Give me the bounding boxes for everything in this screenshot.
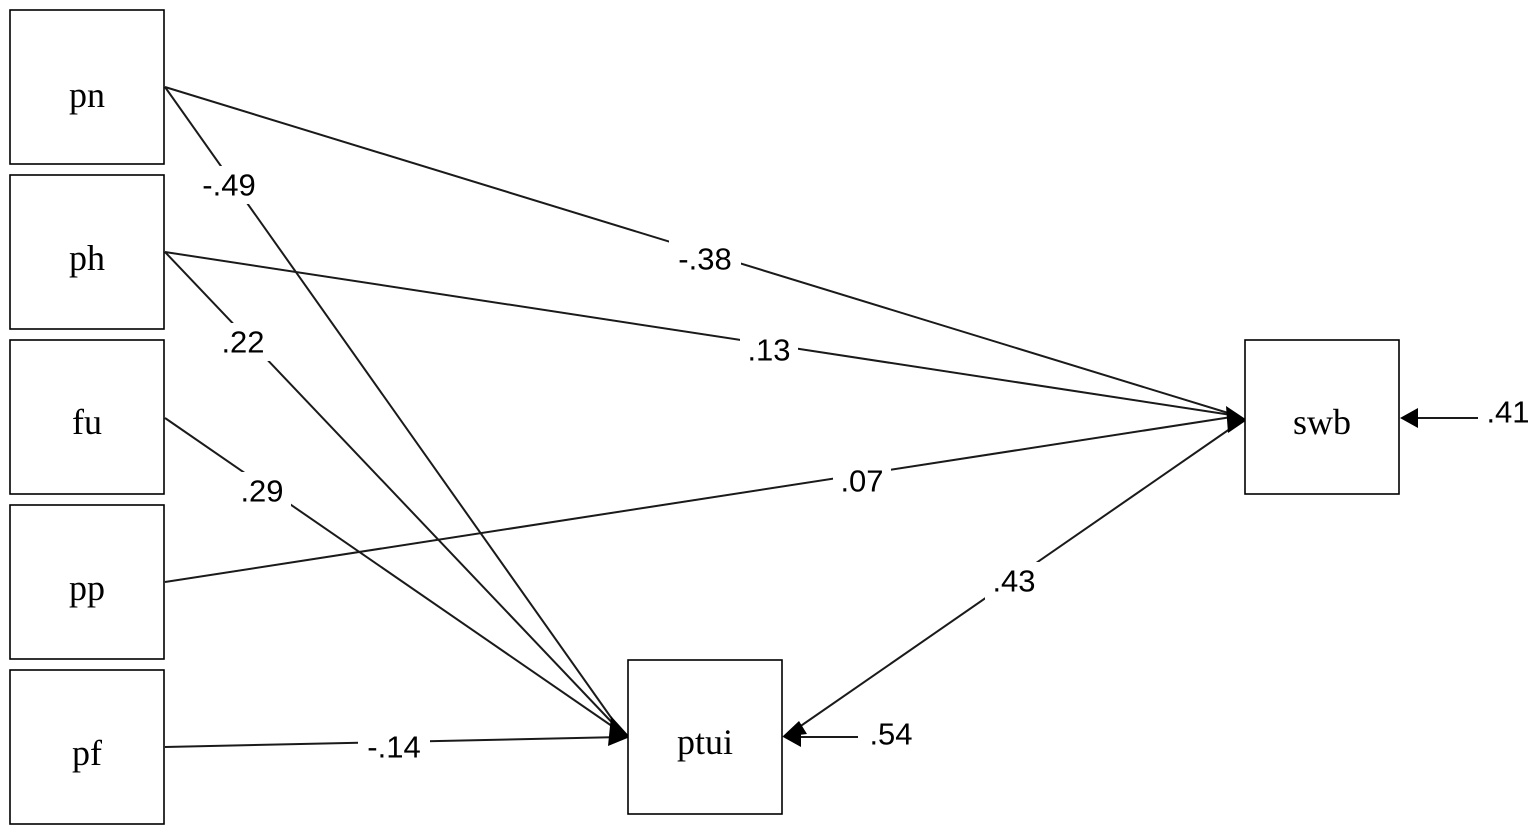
path-line-pp-swb [164,415,1239,583]
node-pn[interactable]: pn [9,9,165,165]
coef-ph-ptui: .22 [221,325,264,360]
node-pp[interactable]: pp [9,504,165,660]
path-line-ph-swb [164,251,1239,417]
node-label-pf: pf [72,733,102,773]
node-pf[interactable]: pf [9,669,165,825]
node-label-fu: fu [72,402,102,442]
error-ptui-value: .54 [869,717,912,752]
coef-pn-ptui: -.49 [202,168,255,203]
arrowhead-into-ptui [608,716,630,746]
coef-fu-ptui: .29 [240,474,283,509]
coef-pn-swb: -.38 [678,242,731,277]
coef-pp-swb: .07 [840,464,883,499]
arrowheads [608,406,1418,747]
coef-ph-swb: .13 [747,333,790,368]
coef-pf-ptui: -.14 [367,730,420,765]
arrowhead-into-swb [1226,406,1247,433]
node-label-pn: pn [69,75,105,115]
node-ptui[interactable]: ptui [627,659,783,815]
path-line-fu-ptui [164,417,623,734]
arrowhead-error-ptui [783,727,801,747]
arrowhead-error-swb [1400,408,1418,428]
node-label-ph: ph [69,238,105,278]
error-swb-value: .41 [1486,395,1529,430]
node-fu[interactable]: fu [9,339,165,495]
node-label-ptui: ptui [677,722,733,762]
coef-ptui-swb: .43 [992,564,1035,599]
node-swb[interactable]: swb [1244,339,1400,495]
node-ph[interactable]: ph [9,174,165,330]
node-label-pp: pp [69,568,105,608]
node-label-swb: swb [1293,402,1351,442]
coefficient-labels: -.49 -.38 .22 .13 .29 .07 -.14 .43 .41 .… [196,166,1530,766]
